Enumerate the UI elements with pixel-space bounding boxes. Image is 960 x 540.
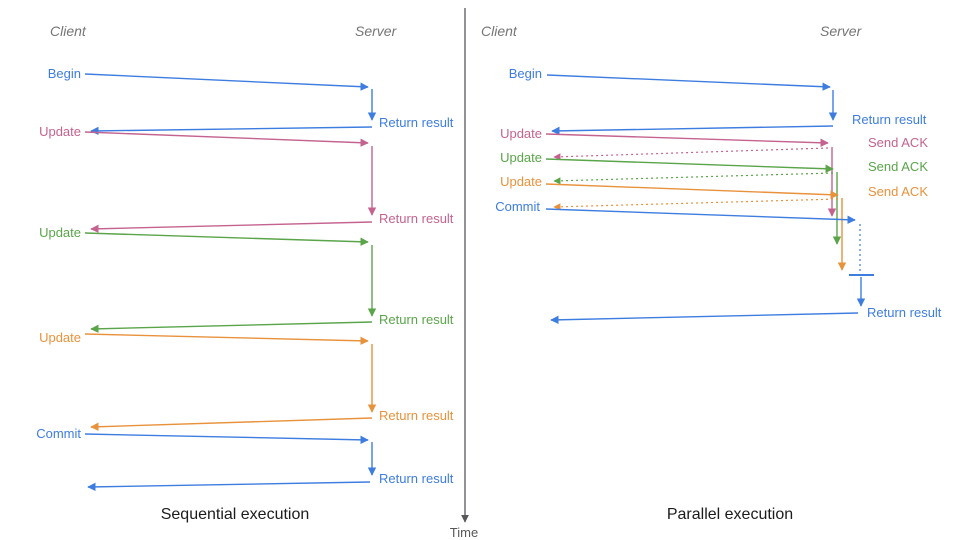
- right-begin-response-label: Return result: [852, 112, 927, 127]
- right-update1-ack-dotted-arrow: [553, 147, 829, 161]
- right-update1-request-arrow: [545, 133, 829, 147]
- time-axis: Time: [450, 8, 478, 540]
- left-update2-response-label: Return result: [379, 312, 454, 327]
- right-update3-label: Update: [500, 174, 542, 189]
- right-message-update-3: Update Send ACK: [500, 174, 928, 271]
- right-update1-label: Update: [500, 126, 542, 141]
- right-begin-label: Begin: [509, 66, 542, 81]
- left-update1-label: Update: [39, 124, 81, 139]
- right-update2-request-arrow: [545, 158, 834, 173]
- right-begin-return-arrow: [551, 125, 834, 136]
- right-commit-response-label: Return result: [867, 305, 942, 320]
- right-update3-ack-label: Send ACK: [868, 184, 928, 199]
- right-message-begin: Begin Return result: [509, 66, 927, 136]
- left-update3-label: Update: [39, 330, 81, 345]
- right-update2-ack-label: Send ACK: [868, 159, 928, 174]
- left-message-begin: Begin Return result: [48, 66, 454, 136]
- left-update1-return-arrow: [90, 221, 373, 234]
- right-update2-label: Update: [500, 150, 542, 165]
- left-begin-label: Begin: [48, 66, 81, 81]
- left-update3-request-arrow: [84, 333, 369, 346]
- left-commit-request-arrow: [84, 433, 369, 445]
- right-message-update-2: Update Send ACK: [500, 150, 928, 245]
- right-update1-ack-label: Send ACK: [868, 135, 928, 150]
- left-commit-label: Commit: [36, 426, 81, 441]
- left-message-commit: Commit Return result: [36, 426, 454, 492]
- left-commit-response-label: Return result: [379, 471, 454, 486]
- right-update2-ack-dotted-arrow: [553, 172, 834, 185]
- right-client-header: Client: [481, 23, 518, 39]
- left-update2-request-arrow: [84, 232, 369, 246]
- left-server-header: Server: [355, 23, 398, 39]
- right-commit-request-arrow: [545, 208, 856, 224]
- left-client-header: Client: [50, 23, 87, 39]
- right-begin-request-arrow: [546, 74, 831, 91]
- left-begin-return-arrow: [90, 126, 373, 136]
- right-commit-return-arrow: [550, 312, 859, 325]
- left-commit-return-arrow: [87, 481, 371, 492]
- left-update2-label: Update: [39, 225, 81, 240]
- right-commit-label: Commit: [495, 199, 540, 214]
- parallel-diagram: Client Server Begin Return result Update…: [481, 23, 942, 523]
- right-message-commit: Commit Return result: [495, 199, 942, 325]
- left-message-update-1: Update Return result: [39, 124, 454, 234]
- time-axis-label: Time: [450, 525, 478, 540]
- right-server-header: Server: [820, 23, 863, 39]
- left-update3-return-arrow: [90, 417, 373, 431]
- right-update3-ack-dotted-arrow: [553, 198, 839, 211]
- left-message-update-2: Update Return result: [39, 225, 454, 334]
- left-update1-response-label: Return result: [379, 211, 454, 226]
- sequential-diagram: Client Server Begin Return result Update…: [36, 23, 454, 523]
- parallel-execution-title: Parallel execution: [667, 506, 793, 523]
- left-message-update-3: Update Return result: [39, 330, 454, 431]
- left-update1-request-arrow: [84, 131, 369, 147]
- right-update3-request-arrow: [545, 183, 839, 199]
- left-begin-request-arrow: [84, 73, 369, 91]
- right-message-update-1: Update Send ACK: [500, 126, 928, 217]
- sequential-execution-title: Sequential execution: [161, 506, 310, 523]
- left-update3-response-label: Return result: [379, 408, 454, 423]
- left-begin-response-label: Return result: [379, 115, 454, 130]
- left-update2-return-arrow: [90, 321, 373, 334]
